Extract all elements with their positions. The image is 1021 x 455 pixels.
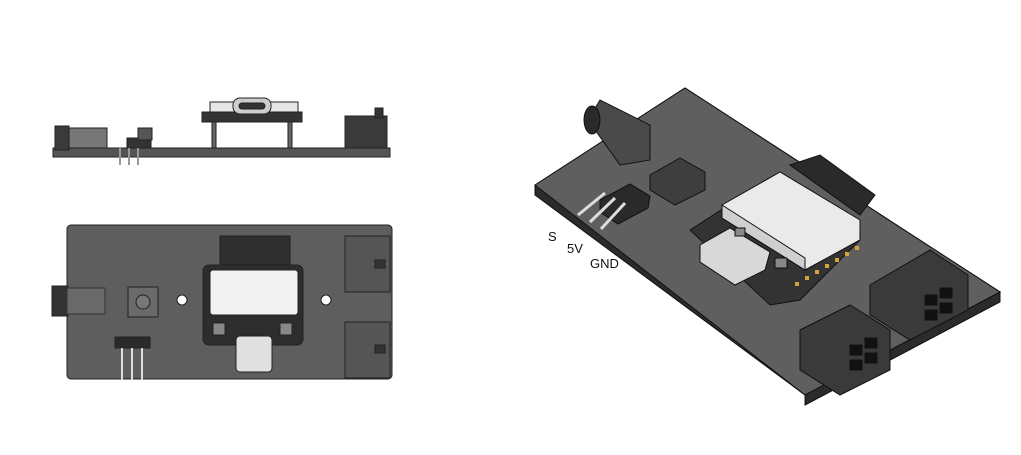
pin-label-5v: 5V (567, 241, 583, 256)
reset-button (279, 322, 293, 336)
top-module-antenna (219, 235, 291, 267)
side-board (52, 147, 391, 158)
side-dc-jack (54, 125, 70, 151)
pin-label-gnd: GND (590, 256, 619, 271)
top-usb-port (235, 335, 273, 373)
iso-connector-1 (799, 304, 891, 396)
pin-label-signal: S (548, 229, 557, 244)
top-pin-header (114, 336, 151, 349)
mount-hole (320, 294, 332, 306)
iso-usb-port (699, 227, 771, 286)
iso-connector-2 (869, 249, 969, 341)
top-module-shield (209, 269, 299, 316)
iso-dc-jack (587, 99, 651, 166)
iso-boot-button (734, 227, 746, 237)
side-view (52, 97, 391, 165)
iso-button (649, 157, 706, 206)
iso-castellated-pins (795, 246, 859, 286)
mount-hole (176, 294, 188, 306)
side-dc-jack-body (68, 127, 108, 149)
boot-button (212, 322, 226, 336)
iso-reset-button (774, 257, 788, 269)
side-power-connector (344, 115, 388, 149)
iso-connector-sockets (849, 287, 953, 371)
iso-view (534, 87, 1001, 406)
top-view (51, 224, 393, 380)
side-button (137, 127, 153, 141)
iso-module-antenna (788, 154, 876, 216)
top-dc-jack (51, 285, 69, 317)
